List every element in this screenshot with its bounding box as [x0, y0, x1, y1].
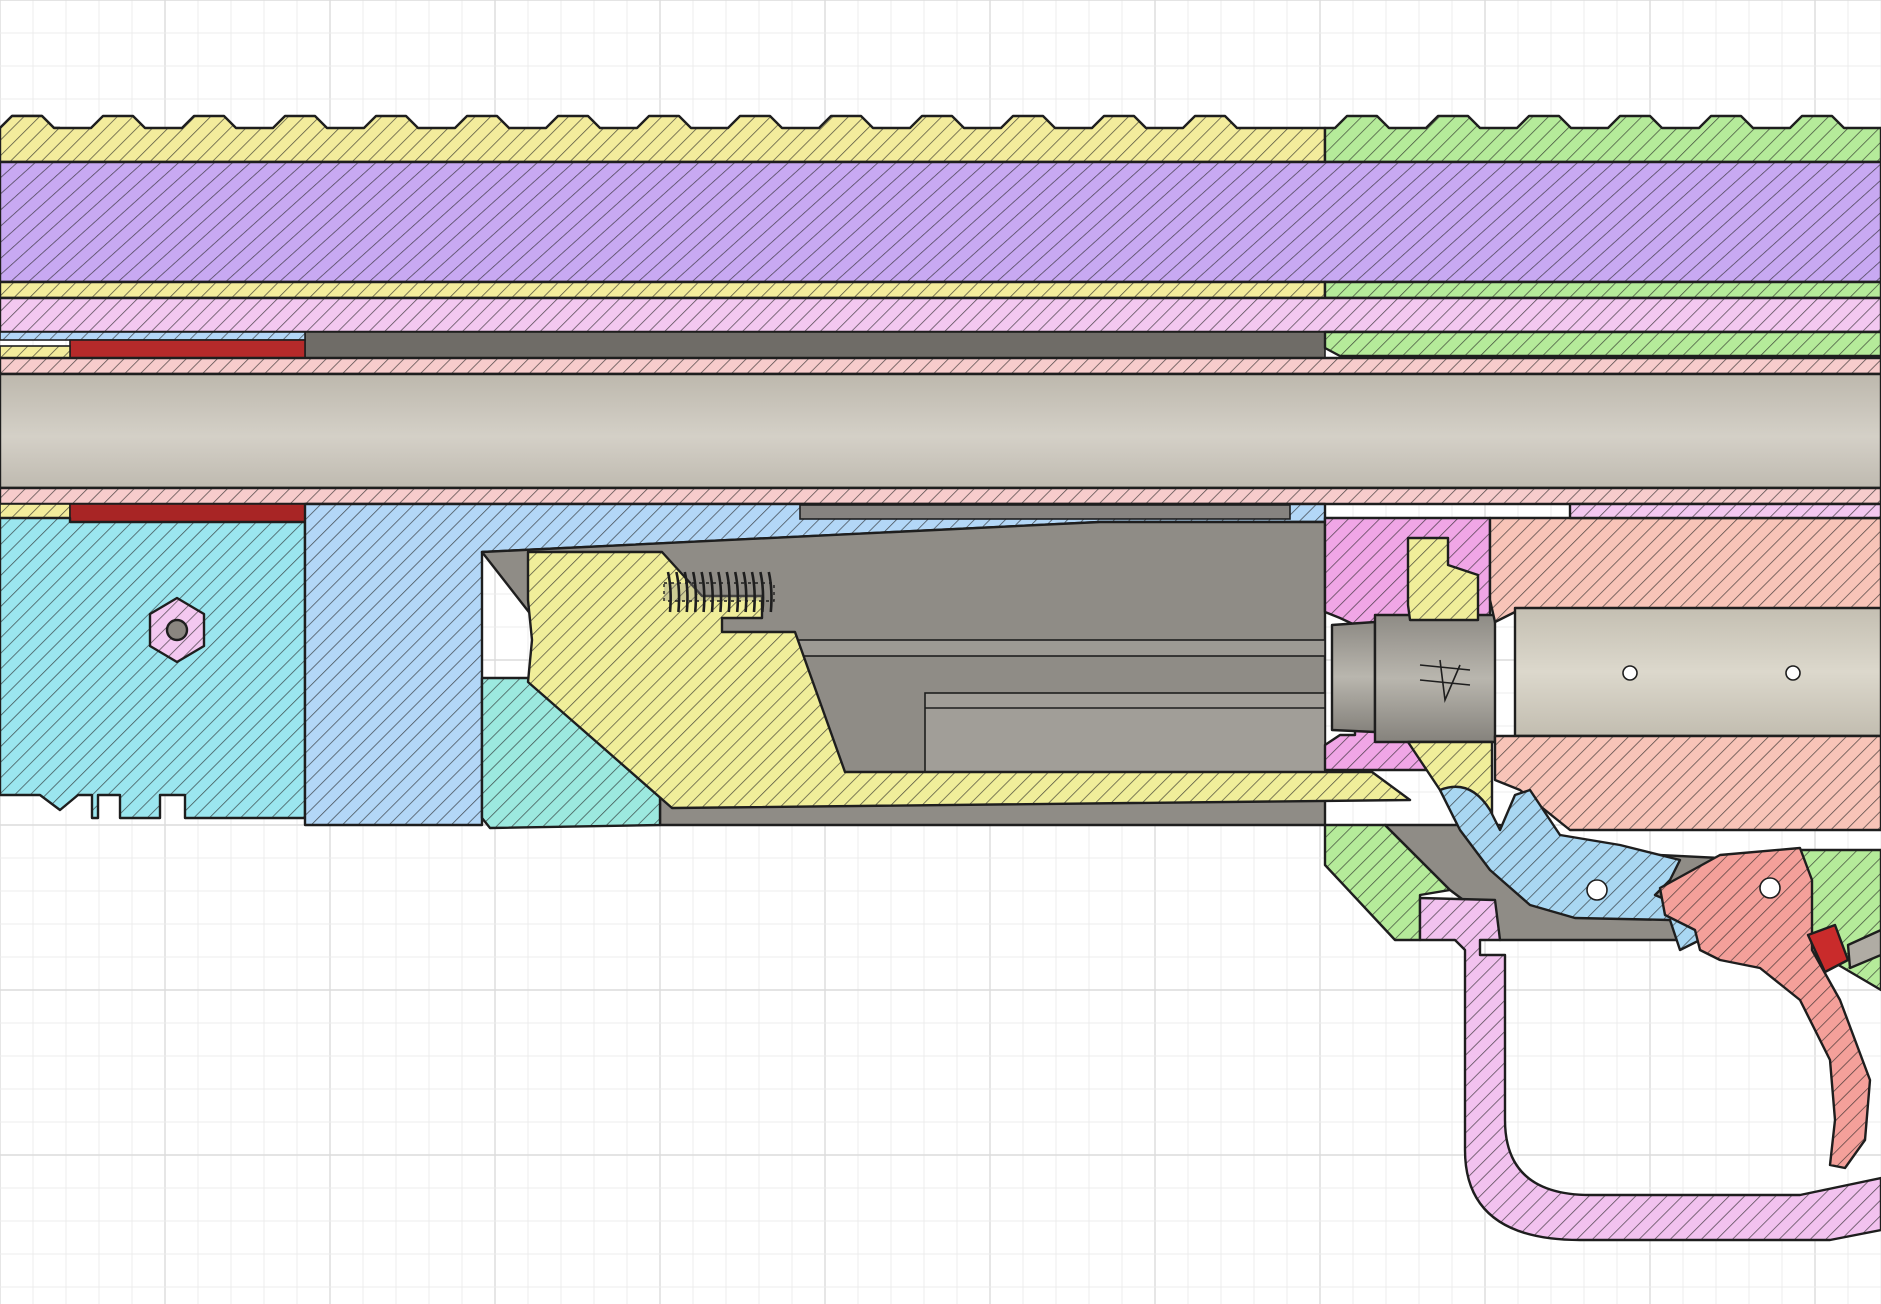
recoil-spring [663, 571, 775, 613]
liner [0, 296, 1881, 334]
cavity-slot-upper [759, 639, 1326, 657]
lower-yellow-insert [0, 503, 71, 519]
inner-cylinder [1513, 606, 1881, 738]
upper-yellow-insert [0, 345, 71, 359]
rail-strip-rear [1323, 280, 1881, 300]
bolt-face [1330, 620, 1377, 734]
rail-strip-front [0, 280, 1327, 300]
lower-red-insert [69, 503, 306, 523]
trigger-rod [1846, 928, 1881, 970]
inner-tube-bottom [0, 486, 1881, 506]
top-rail-front-body [0, 114, 1327, 164]
upper-cavity [304, 331, 1326, 359]
bore-hole-2 [1785, 665, 1801, 681]
barrel-bore [0, 372, 1881, 490]
upper-green-insert [1323, 330, 1881, 358]
top-rail[interactable] [0, 114, 1881, 164]
cylinder-lower [1493, 734, 1881, 832]
cavity-rail [799, 504, 1291, 520]
cylinder-top-strip [1568, 502, 1881, 520]
barrel-shroud [0, 160, 1881, 284]
upper-red-insert [69, 339, 306, 359]
bore-hole-1 [1622, 665, 1638, 681]
inner-tube-top [0, 356, 1881, 376]
trigger-pin-red [1806, 923, 1850, 974]
top-rail-rear-body [1323, 114, 1881, 164]
front-block [0, 516, 307, 820]
screw-hole [165, 618, 189, 642]
upper-blue-strip [0, 331, 306, 341]
cavity-slot-lower [924, 692, 1326, 774]
cylinder-upper [1488, 516, 1881, 624]
bolt-face-2 [1373, 613, 1497, 744]
